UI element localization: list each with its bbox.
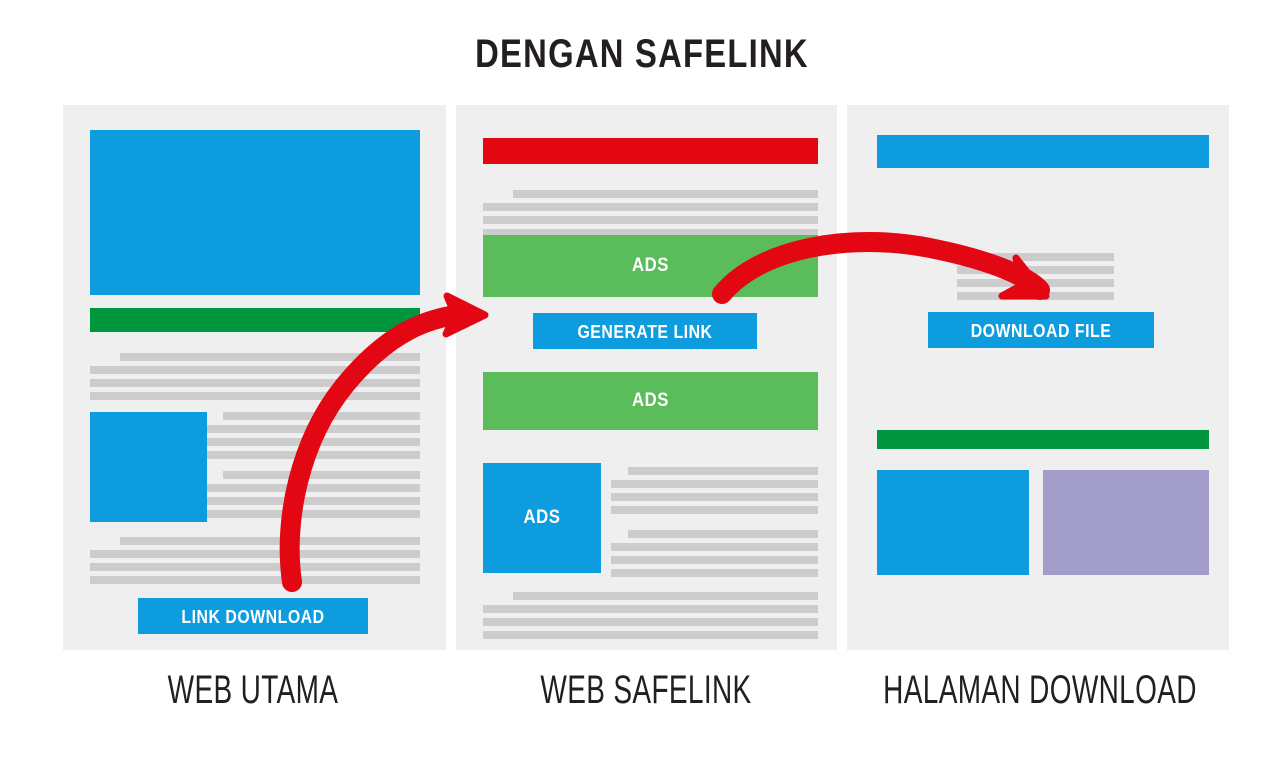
text-line <box>611 543 818 551</box>
text-line <box>120 537 420 545</box>
text-line <box>90 379 420 387</box>
text-line <box>223 412 420 420</box>
text-line <box>90 392 420 400</box>
text-line <box>207 438 420 446</box>
media-thumb-purple <box>1043 470 1209 575</box>
red-header-bar <box>483 138 818 164</box>
ads-banner-top[interactable]: ADS <box>483 235 818 297</box>
text-line <box>628 467 818 475</box>
text-line <box>120 353 420 361</box>
green-divider-bar <box>90 308 420 332</box>
ads-banner-top-label: ADS <box>632 255 669 276</box>
text-line <box>513 190 818 198</box>
text-line <box>957 279 1114 287</box>
text-line <box>207 510 420 518</box>
text-line <box>207 451 420 459</box>
panel-web-safelink: ADS GENERATE LINK ADS ADS <box>456 105 837 650</box>
panel-halaman-download: DOWNLOAD FILE <box>847 105 1229 650</box>
ads-square-label: ADS <box>523 507 561 528</box>
generate-link-button[interactable]: GENERATE LINK <box>533 313 757 349</box>
caption-halaman-download: HALAMAN DOWNLOAD <box>883 668 1197 712</box>
text-line <box>207 497 420 505</box>
text-line <box>957 292 1114 300</box>
text-line <box>628 530 818 538</box>
caption-web-safelink: WEB SAFELINK <box>540 668 752 712</box>
text-line <box>483 618 818 626</box>
text-line <box>483 203 818 211</box>
page-title: DENGAN SAFELINK <box>475 32 809 76</box>
text-line <box>483 229 818 237</box>
green-divider-bar <box>877 430 1209 449</box>
text-line <box>90 563 420 571</box>
text-line <box>957 253 1114 261</box>
text-line <box>207 425 420 433</box>
download-file-button-label: DOWNLOAD FILE <box>970 321 1112 341</box>
text-line <box>90 366 420 374</box>
text-line <box>207 484 420 492</box>
link-download-button-label: LINK DOWNLOAD <box>181 607 325 627</box>
ads-square[interactable]: ADS <box>483 463 601 573</box>
generate-link-button-label: GENERATE LINK <box>577 322 713 342</box>
top-banner <box>877 135 1209 168</box>
thumbnail-image <box>90 412 207 522</box>
text-line <box>611 506 818 514</box>
text-line <box>611 569 818 577</box>
download-file-button[interactable]: DOWNLOAD FILE <box>928 312 1154 348</box>
text-line <box>611 493 818 501</box>
text-line <box>611 556 818 564</box>
link-download-button[interactable]: LINK DOWNLOAD <box>138 598 368 634</box>
text-line <box>611 480 818 488</box>
text-line <box>483 631 818 639</box>
hero-banner <box>90 130 420 295</box>
caption-web-utama: WEB UTAMA <box>167 668 339 712</box>
text-line <box>483 605 818 613</box>
text-line <box>223 471 420 479</box>
text-line <box>513 592 818 600</box>
panel-web-utama: LINK DOWNLOAD <box>63 105 446 650</box>
ads-banner-middle-label: ADS <box>632 390 669 411</box>
text-line <box>90 550 420 558</box>
text-line <box>90 576 420 584</box>
media-thumb-blue <box>877 470 1029 575</box>
text-line <box>957 266 1114 274</box>
ads-banner-middle[interactable]: ADS <box>483 372 818 430</box>
text-line <box>483 216 818 224</box>
